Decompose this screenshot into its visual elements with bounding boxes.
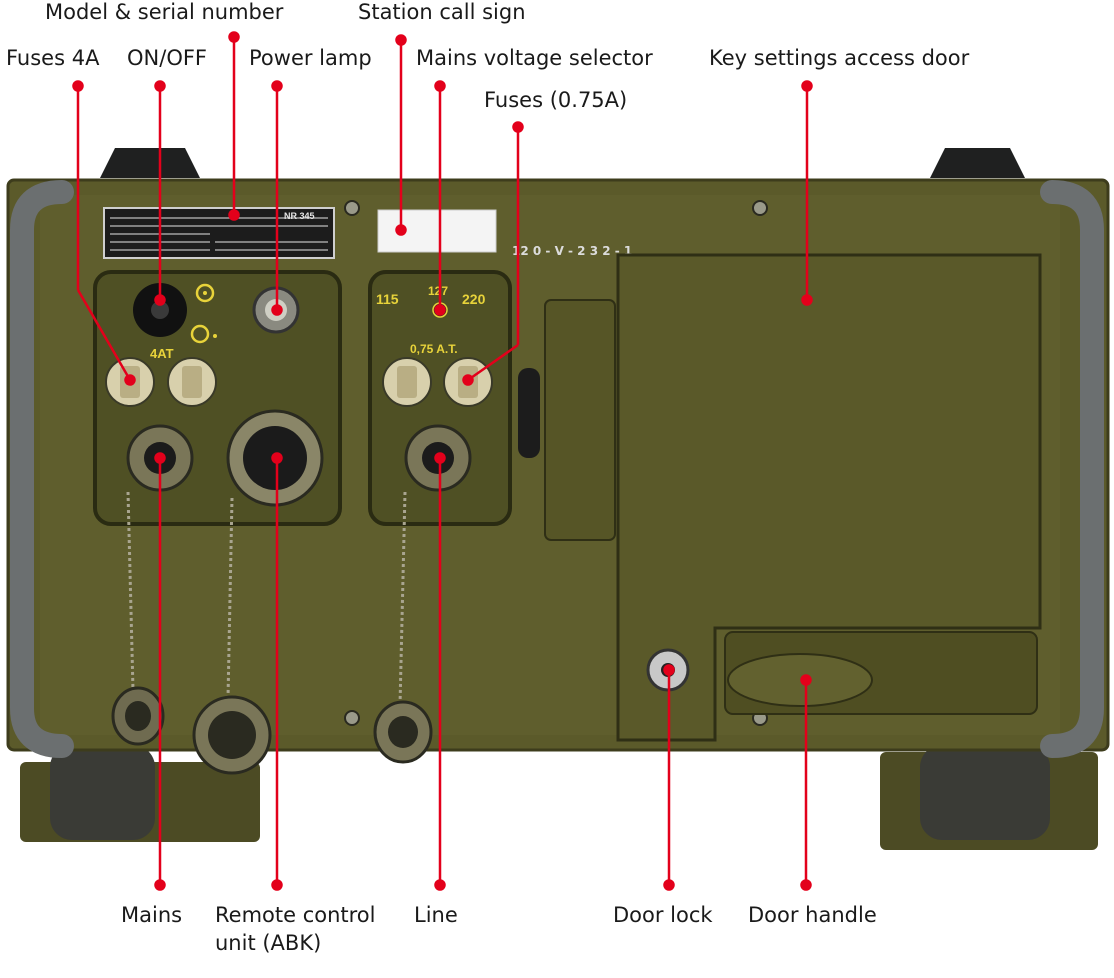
voltage-127: 127 — [428, 284, 448, 298]
screw — [752, 200, 768, 216]
label-line: Line — [414, 903, 458, 927]
door-latch-slot — [518, 368, 540, 458]
handle-right — [1040, 180, 1104, 758]
corner-guard-right — [930, 148, 1025, 178]
label-door-lock: Door lock — [613, 903, 713, 927]
fuse-rating-right: 0,75 A.T. — [410, 342, 458, 356]
label-mains-selector: Mains voltage selector — [416, 46, 653, 70]
label-door-handle: Door handle — [748, 903, 877, 927]
label-power-lamp: Power lamp — [249, 46, 372, 70]
foot-right-rubber — [920, 745, 1050, 840]
on-symbol — [195, 283, 215, 303]
corner-guard-left — [100, 148, 200, 178]
door-hinge — [544, 299, 616, 541]
label-fuses-075: Fuses (0.75A) — [484, 88, 628, 112]
label-remote-line1: Remote control — [215, 903, 376, 927]
label-fuses-4a: Fuses 4A — [6, 46, 100, 70]
handwritten-code: 12 0 - V - 2 3 2 - 1 — [512, 244, 632, 258]
key-settings-door — [616, 253, 1042, 742]
handle-left — [10, 180, 74, 758]
label-remote-line2: unit (ABK) — [215, 931, 322, 955]
fuse-rating-left: 4AT — [150, 346, 174, 361]
off-symbol — [190, 324, 210, 344]
voltage-115: 115 — [376, 291, 399, 307]
door-handle — [727, 653, 873, 707]
foot-left-rubber — [50, 745, 155, 840]
screw — [344, 710, 360, 726]
plate-serial: NR 345 — [284, 211, 315, 221]
screw — [344, 200, 360, 216]
label-key-door: Key settings access door — [709, 46, 970, 70]
voltage-220: 220 — [462, 291, 486, 307]
label-call-sign: Station call sign — [358, 0, 526, 24]
label-model-serial: Model & serial number — [45, 0, 284, 24]
label-mains: Mains — [121, 903, 183, 927]
label-on-off: ON/OFF — [127, 46, 208, 70]
